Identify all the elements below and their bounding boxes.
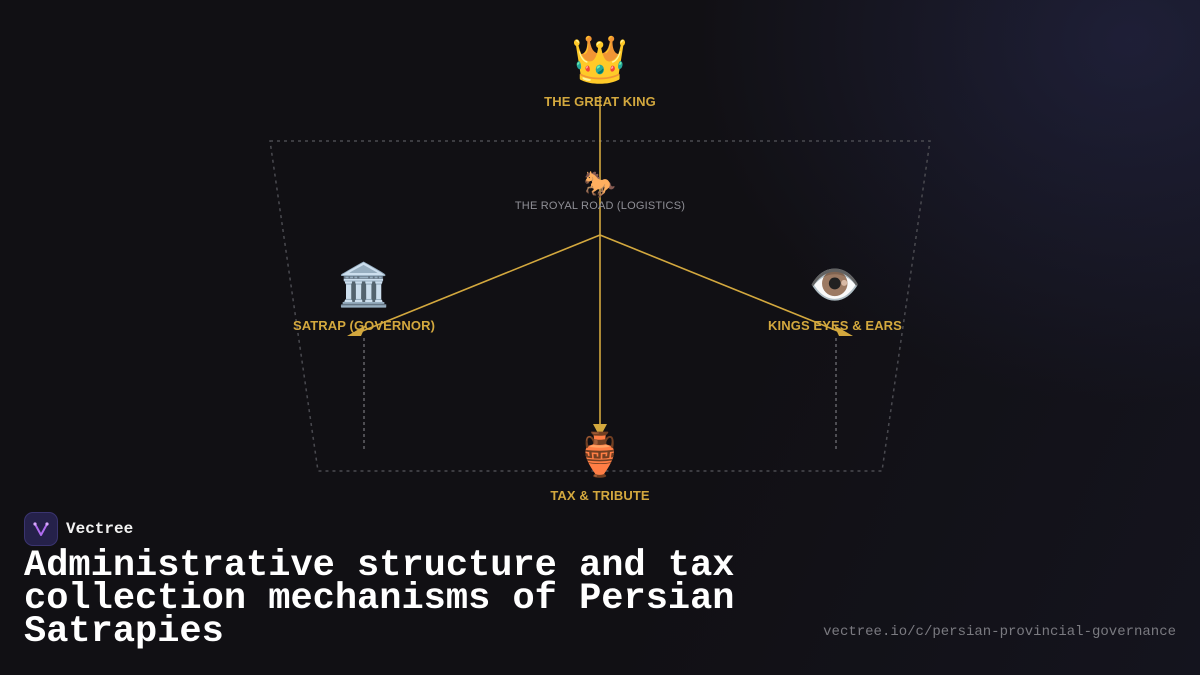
hub-to-eyes-line [599,234,841,333]
horse-icon: 🐎 [583,170,617,200]
road-node: 🐎 THE ROYAL ROAD (LOGISTICS) [515,172,685,212]
satrap-arrowhead [347,325,366,336]
brand[interactable]: Vectree [24,512,133,546]
tax-label: TAX & TRIBUTE [550,488,650,503]
eyes-arrowhead [834,325,853,336]
amphora-icon: 🏺 [573,430,627,479]
tax-arrowhead [593,424,607,437]
king-label: THE GREAT KING [544,94,656,109]
vectree-logo-icon [24,512,58,546]
road-label: THE ROYAL ROAD (LOGISTICS) [514,200,686,212]
eyes-node: 👁️ KINGS EYES & EARS [768,260,902,334]
tax-node: 🏺 TAX & TRIBUTE [550,430,650,504]
hub-to-satrap-line [359,234,601,333]
king-node: 👑 THE GREAT KING [544,36,656,109]
satrap-label: SATRAP (GOVERNOR) [292,318,436,333]
classical-building-icon: 🏛️ [337,260,391,309]
crown-icon: 👑 [571,32,629,86]
satrap-node: 🏛️ SATRAP (GOVERNOR) [292,260,436,334]
eyes-label: KINGS EYES & EARS [768,318,902,333]
province-frame [269,140,931,472]
page-title: Administrative structure and tax collect… [24,545,735,653]
eye-icon: 👁️ [808,260,862,309]
brand-name: Vectree [66,520,134,538]
source-url[interactable]: vectree.io/c/persian-provincial-governan… [823,624,1176,640]
